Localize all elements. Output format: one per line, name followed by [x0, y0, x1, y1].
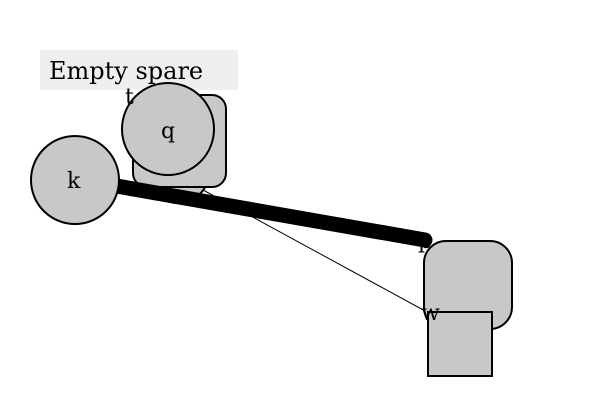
node-k	[30, 135, 120, 225]
node-q	[121, 82, 215, 176]
node-q-label: q	[161, 119, 175, 144]
node-w-box	[427, 311, 493, 377]
node-k-label: k	[67, 169, 81, 194]
node-p-label: p	[418, 229, 432, 254]
node-w-label: w	[421, 301, 440, 326]
edge-k-p	[97, 176, 433, 248]
node-t-label: t	[125, 85, 134, 110]
title-box	[40, 50, 238, 90]
diagram-title: Empty spare	[49, 57, 203, 85]
